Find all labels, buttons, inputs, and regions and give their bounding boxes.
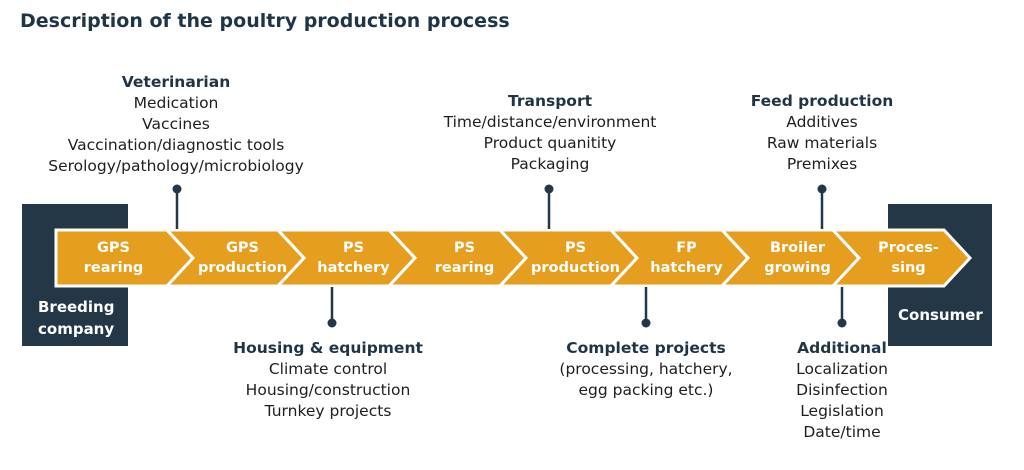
additional-heading: Additional [797,339,887,357]
veterinarian-item: Vaccination/diagnostic tools [67,136,285,154]
complete-projects-item: egg packing etc.) [578,381,714,399]
veterinarian-heading: Veterinarian [121,73,231,91]
additional-connector-dot [837,318,847,328]
additional-item: Date/time [803,423,881,441]
veterinarian-item: Serology/pathology/microbiology [48,157,304,175]
housing-connector-dot [327,318,337,328]
stage-label: production [531,260,620,276]
additional-item: Localization [796,360,888,378]
complete-projects-connector-dot [641,318,651,328]
stage-label: Proces- [878,240,939,256]
veterinarian-item: Vaccines [142,115,210,133]
stage-label: hatchery [317,260,390,276]
feed-production-item: Raw materials [766,134,878,152]
stage-label: GPS [226,240,259,256]
veterinarian-block: Veterinarian Medication Vaccines Vaccina… [48,72,304,177]
stage-label: sing [891,260,925,276]
transport-item: Time/distance/environment [443,113,657,131]
page-title: Description of the poultry production pr… [20,10,510,32]
housing-heading: Housing & equipment [233,339,423,357]
feed-production-connector-dot [817,184,827,194]
additional-block: Additional Localization Disinfection Leg… [796,338,888,443]
stage-label: rearing [435,260,495,276]
transport-heading: Transport [507,92,593,110]
breeding-company-label-line2: company [38,320,115,338]
stage-label: hatchery [650,260,723,276]
additional-item: Disinfection [796,381,888,399]
consumer-label: Consumer [898,306,983,324]
housing-item: Climate control [268,360,388,378]
housing-item: Turnkey projects [264,402,392,420]
feed-production-item: Additives [786,113,858,131]
feed-production-heading: Feed production [750,92,894,110]
stage-label: PS [343,240,364,256]
feed-production-item: Premixes [786,155,858,173]
breeding-company-label-line1: Breeding [38,298,115,316]
stage-label: growing [764,260,831,276]
complete-projects-heading: Complete projects [566,339,726,357]
complete-projects-block: Complete projects (processing, hatchery,… [559,338,732,401]
additional-item: Legislation [800,402,884,420]
stage-label: PS [454,240,475,256]
housing-item: Housing/construction [245,381,411,399]
transport-item: Product quanitity [483,134,617,152]
complete-projects-item: (processing, hatchery, [559,360,733,378]
stage-label: PS [565,240,586,256]
stage-chevron [54,228,196,288]
stage-label: production [198,260,287,276]
stage-label: Broiler [770,240,826,256]
stage-label: rearing [84,260,144,276]
stage-chevron [829,228,973,288]
veterinarian-connector-dot [172,184,182,194]
feed-production-block: Feed production Additives Raw materials … [751,91,894,175]
stage-label: GPS [97,240,130,256]
transport-item: Packaging [510,155,590,173]
transport-connector-dot [544,184,554,194]
stage-label: FP [676,240,697,256]
transport-block: Transport Time/distance/environment Prod… [444,91,657,175]
housing-block: Housing & equipment Climate control Hous… [233,338,423,422]
veterinarian-item: Medication [133,94,219,112]
